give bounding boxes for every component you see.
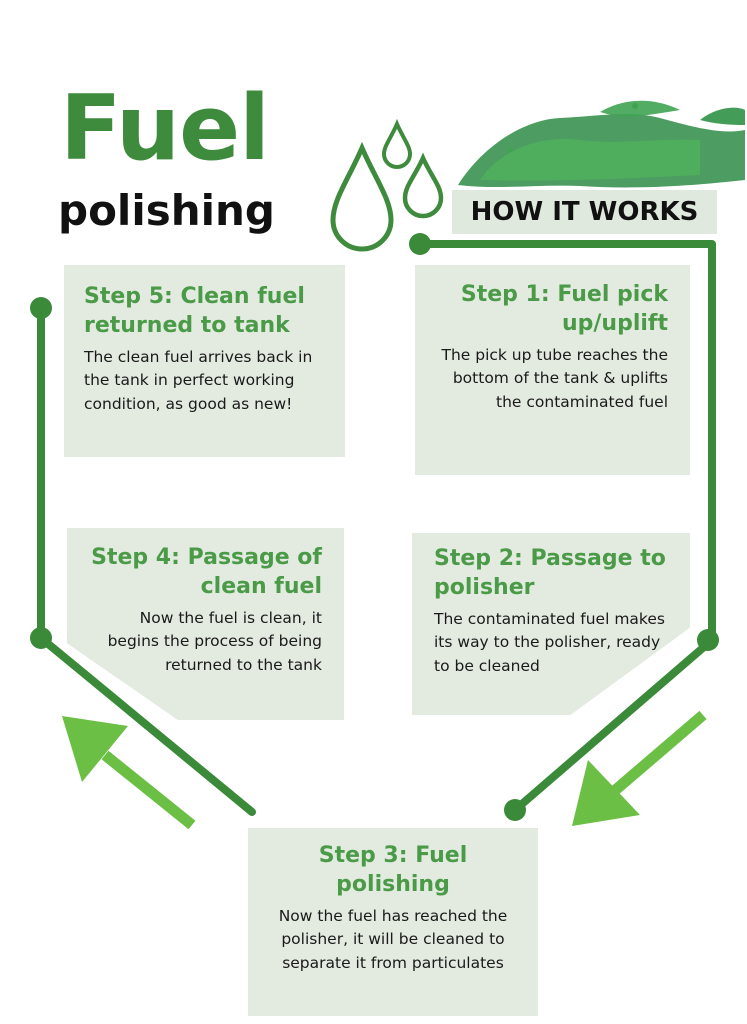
step-5-box: Step 5: Clean fuel returned to tank The … bbox=[64, 265, 345, 457]
step-4-body: Now the fuel is clean, it begins the pro… bbox=[107, 609, 322, 674]
step-2-body: The contaminated fuel makes its way to t… bbox=[434, 610, 665, 675]
step-3-body: Now the fuel has reached the polisher, i… bbox=[278, 907, 508, 972]
step-1-title: Step 1: Fuel pick up/uplift bbox=[460, 282, 668, 336]
flow-arrow-icon bbox=[572, 710, 707, 826]
fuel-drop-icon bbox=[381, 118, 413, 169]
page-subtitle: polishing bbox=[58, 186, 275, 235]
how-it-works-label: HOW IT WORKS bbox=[452, 190, 717, 234]
step-4-title: Step 4: Passage of clean fuel bbox=[91, 545, 322, 599]
step-3-box: Step 3: Fuel polishing Now the fuel has … bbox=[248, 828, 538, 1016]
fuel-drop-icon bbox=[402, 152, 444, 219]
step-5-body: The clean fuel arrives back in the tank … bbox=[84, 348, 313, 413]
flow-node bbox=[30, 233, 719, 821]
fuel-drop-icon bbox=[330, 141, 394, 252]
step-5-title: Step 5: Clean fuel returned to tank bbox=[84, 284, 305, 338]
step-3-title: Step 3: Fuel polishing bbox=[318, 843, 468, 897]
step-1-box: Step 1: Fuel pick up/uplift The pick up … bbox=[415, 265, 690, 475]
step-2-title: Step 2: Passage to polisher bbox=[434, 546, 666, 600]
page-title: Fuel bbox=[60, 76, 270, 181]
step-1-body: The pick up tube reaches the bottom of t… bbox=[441, 346, 668, 411]
flow-arrow-icon bbox=[62, 716, 196, 830]
fuel-splash-icon bbox=[458, 100, 745, 188]
